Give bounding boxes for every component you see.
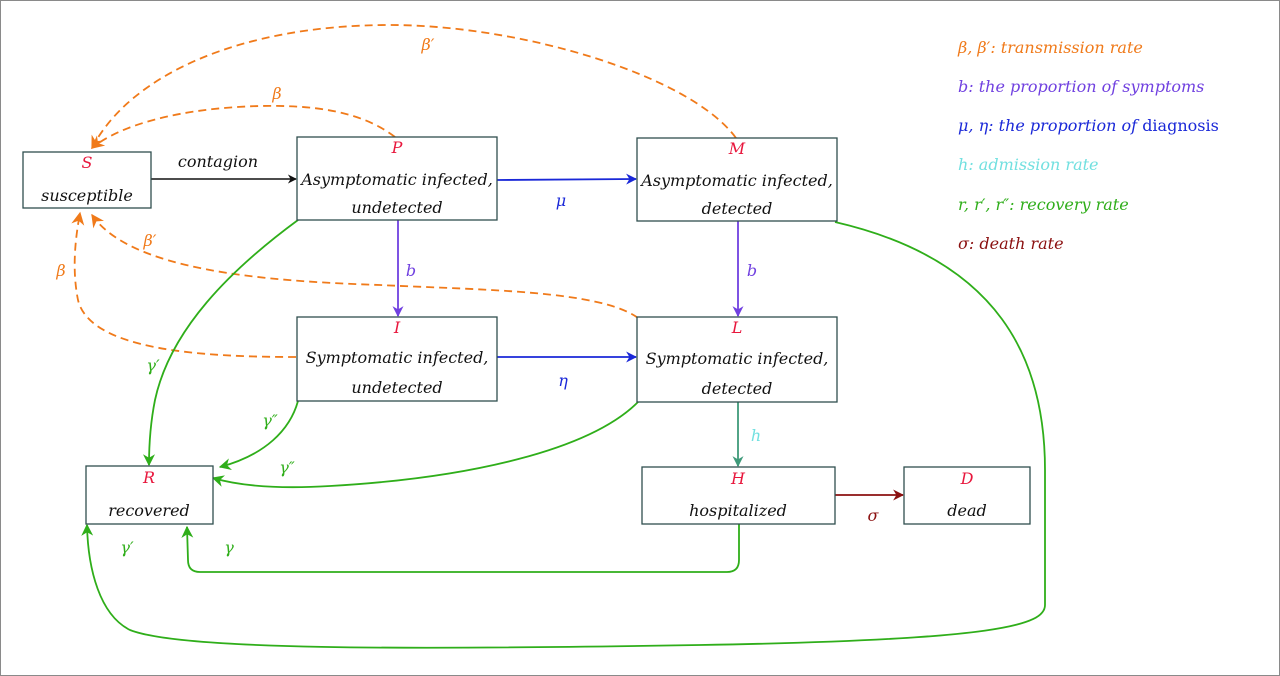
contagion-label: contagion (178, 152, 258, 171)
legend-recovery: r, r′, r″: recovery rate (958, 195, 1129, 214)
node-M: M Asymptomatic infected, detected (636, 137, 838, 222)
legend-death: σ: death rate (958, 234, 1064, 253)
gamma-prime-label-bottom: γ′ (120, 538, 134, 557)
edge-I-to-S-beta (71, 211, 297, 358)
node-P-label-1: Asymptomatic infected, (299, 170, 493, 189)
node-R-label: recovered (108, 501, 190, 520)
node-P-label-2: undetected (351, 198, 442, 217)
beta-prime-label-mid: β′ (143, 231, 157, 250)
node-S: S susceptible (22, 151, 152, 209)
node-I-label-1: Symptomatic infected, (306, 348, 489, 367)
beta-label-left: β (55, 261, 65, 280)
node-H: H hospitalized (641, 466, 836, 525)
gamma-dprime-label-left: γ″ (262, 411, 278, 430)
edge-L-to-R-gamma-dprime (211, 401, 639, 489)
node-I-label-2: undetected (351, 378, 442, 397)
node-R: R recovered (85, 465, 214, 525)
edge-M-to-S-beta-prime (91, 24, 737, 150)
gamma-dprime-label-bottom: γ″ (279, 458, 295, 477)
edge-M-to-R-gamma-prime (81, 221, 1046, 649)
edge-P-to-M-mu (496, 173, 638, 185)
node-P-symbol: P (391, 138, 403, 157)
edge-P-to-R-gamma-prime (143, 219, 299, 467)
node-M-symbol: M (728, 139, 746, 158)
node-L-label-1: Symptomatic infected, (646, 349, 829, 368)
edge-I-to-R-gamma-dprime (218, 400, 299, 471)
edge-L-to-S-beta-prime (91, 213, 639, 319)
node-H-label: hospitalized (689, 501, 787, 520)
sigma-label: σ (868, 506, 880, 525)
legend: β, β′: transmission rate b: the proporti… (957, 38, 1219, 253)
node-L-symbol: L (731, 318, 743, 337)
node-S-label: susceptible (41, 186, 133, 205)
legend-symptoms: b: the proportion of symptoms (958, 77, 1204, 96)
legend-diagnosis: μ, η: the proportion of diagnosis (958, 116, 1219, 135)
gamma-label: γ (224, 538, 234, 557)
b-label-left: b (406, 261, 416, 280)
edge-P-to-S-beta (90, 104, 396, 149)
node-I-symbol: I (393, 318, 401, 337)
node-S-symbol: S (82, 153, 93, 172)
node-M-label-2: detected (702, 199, 773, 218)
beta-label-top: β (271, 84, 281, 103)
node-D-symbol: D (960, 469, 974, 488)
node-R-symbol: R (142, 468, 155, 487)
node-M-label-1: Asymptomatic infected, (639, 171, 833, 190)
node-H-symbol: H (730, 469, 746, 488)
mu-label: μ (556, 191, 566, 210)
node-D: D dead (903, 466, 1031, 525)
node-L: L Symptomatic infected, detected (636, 316, 838, 403)
edge-H-to-R-gamma (181, 524, 740, 573)
node-P: P Asymptomatic infected, undetected (296, 136, 498, 221)
legend-admission: h: admission rate (958, 155, 1099, 174)
h-label: h (751, 426, 761, 445)
gamma-prime-label-left: γ′ (146, 356, 160, 375)
beta-prime-label-top: β′ (421, 35, 435, 54)
eta-label: η (558, 371, 568, 390)
node-L-label-2: detected (702, 379, 773, 398)
legend-transmission: β, β′: transmission rate (957, 38, 1143, 57)
node-I: I Symptomatic infected, undetected (296, 316, 498, 402)
b-label-right: b (747, 261, 757, 280)
node-D-label: dead (947, 501, 987, 520)
